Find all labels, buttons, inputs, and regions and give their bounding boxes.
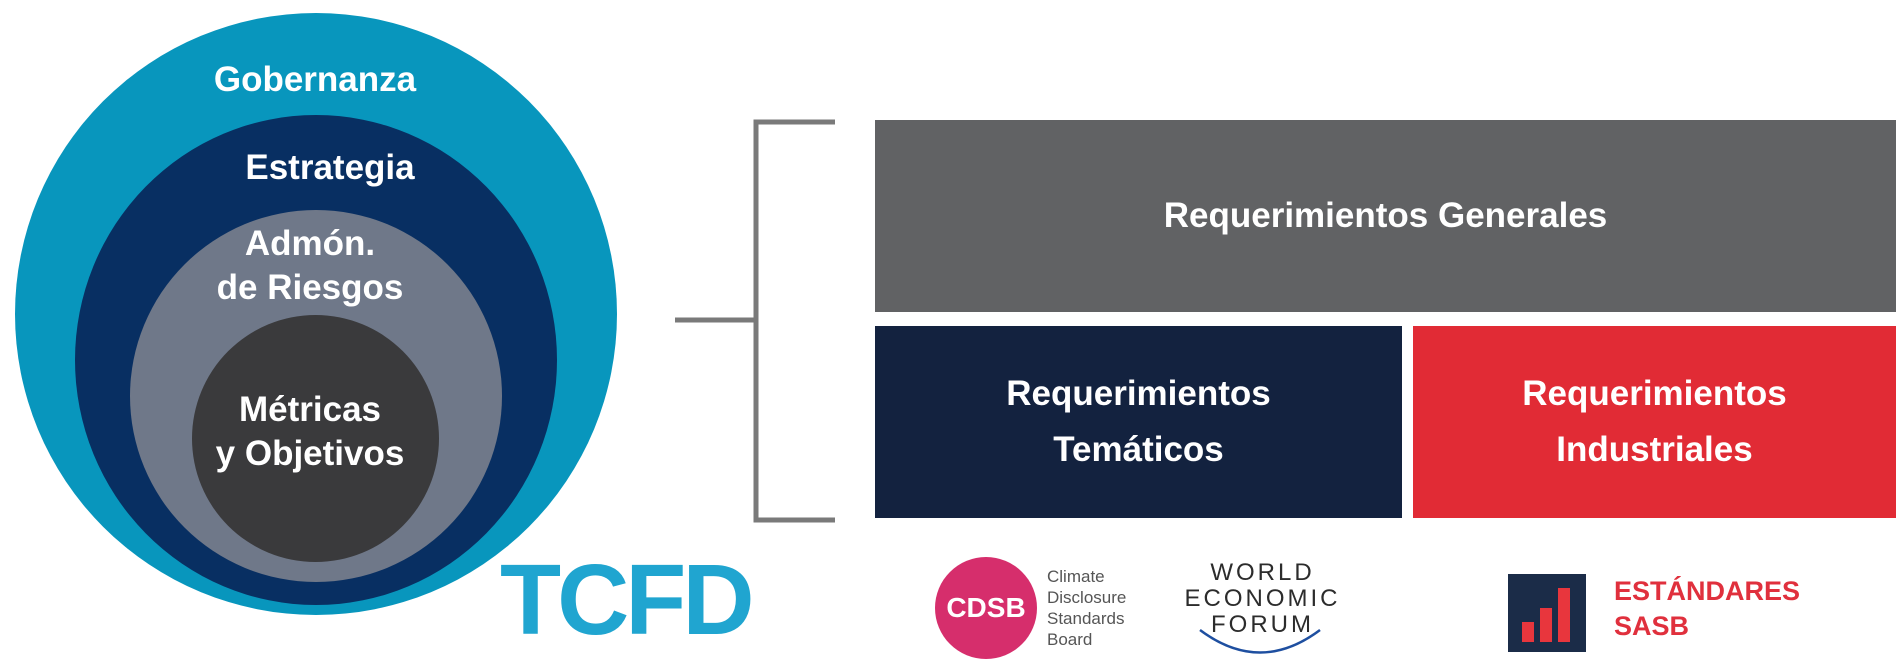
sasb-chart-icon (1508, 574, 1586, 652)
box-requerimientos-tematicos: Requerimientos Temáticos (875, 326, 1402, 518)
cdsb-logo-text: Climate Disclosure Standards Board (1047, 567, 1127, 649)
bracket (675, 119, 835, 523)
sasb-bar-2 (1540, 608, 1552, 642)
ring-label-metricas: Métricas y Objetivos (215, 390, 405, 473)
ring-label-estrategia: Estrategia (245, 148, 415, 187)
wef-globe-arc (1199, 628, 1321, 654)
sasb-bar-3 (1558, 588, 1570, 642)
ring-metricas (192, 315, 439, 562)
sasb-logo-text: ESTÁNDARES SASB (1614, 576, 1801, 641)
sasb-bar-1 (1522, 622, 1534, 642)
ring-label-gobernanza: Gobernanza (213, 60, 417, 99)
box-requerimientos-industriales: Requerimientos Industriales (1413, 326, 1896, 518)
box-requerimientos-generales: Requerimientos Generales (875, 120, 1896, 312)
wef-logo: WORLD ECONOMIC FORUM (1184, 559, 1341, 638)
ring-label-riesgos: Admón. de Riesgos (216, 224, 404, 307)
tcfd-logo: TCFD (500, 544, 755, 656)
cdsb-logo-mark: CDSB (935, 557, 1037, 659)
